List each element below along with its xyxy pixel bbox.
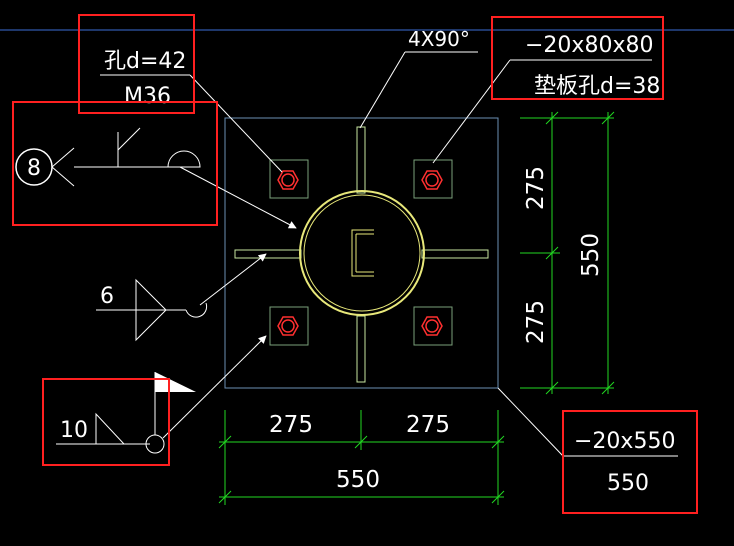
dimension-bottom (218, 410, 505, 505)
bolt-bottom-left (269, 306, 309, 346)
fillet-weld-circle (185, 302, 208, 318)
column-ring-inner (303, 194, 421, 312)
stiffener-weld-leader (162, 335, 267, 439)
angle-leader (359, 51, 406, 129)
highlight-box-hole-label (78, 14, 195, 114)
highlight-box-weld-symbol (12, 101, 218, 226)
dim-right-total: 550 (578, 233, 604, 277)
weld-symbol-half-circle (167, 150, 201, 168)
weld-symbol-number: 8 (27, 156, 41, 181)
base-plate-size-label: −20x550 (574, 429, 675, 454)
dim-bottom-left: 275 (269, 412, 313, 438)
stiffener-weld-triangle (95, 412, 126, 445)
column-ring-outer (299, 190, 425, 316)
channel-section (351, 229, 374, 277)
fillet-weld-leader (199, 253, 267, 306)
stiffener-weld-size: 10 (60, 418, 88, 443)
angle-label: 4X90° (408, 27, 470, 51)
washer-hole-label: 垫板孔d=38 (534, 74, 660, 99)
base-plate (224, 117, 499, 389)
plate-leader (497, 387, 564, 457)
dim-right-upper: 275 (523, 166, 549, 210)
washer-size-label: −20x80x80 (525, 33, 653, 58)
stiffener-left (234, 249, 302, 259)
stiffener-bottom (356, 315, 366, 383)
dim-bottom-total: 550 (336, 467, 380, 493)
hole-leader (189, 74, 283, 173)
fillet-weld-size: 6 (100, 284, 114, 309)
stiffener-flag (155, 372, 196, 392)
bolt-top-left (269, 159, 309, 199)
dim-right-lower: 275 (523, 300, 549, 344)
stiffener-right (421, 249, 489, 259)
stiffener-top (356, 126, 366, 194)
bolt-bottom-right (413, 306, 453, 346)
dimension-right (520, 111, 615, 395)
dim-bottom-right: 275 (406, 412, 450, 438)
bolt-top-right (413, 159, 453, 199)
fillet-weld-triangle (135, 278, 167, 342)
weld-symbol-leader (179, 166, 297, 229)
highlight-box-plate-label (562, 410, 698, 514)
base-plate-length-label: 550 (607, 471, 649, 496)
washer-leader (432, 59, 511, 164)
bolt-size-label: M36 (124, 84, 171, 109)
highlight-box-stiffener-weld (42, 378, 170, 466)
weld-symbol-tail (51, 127, 180, 187)
hole-diameter-label: 孔d=42 (104, 49, 186, 74)
highlight-box-washer-label (491, 16, 664, 100)
